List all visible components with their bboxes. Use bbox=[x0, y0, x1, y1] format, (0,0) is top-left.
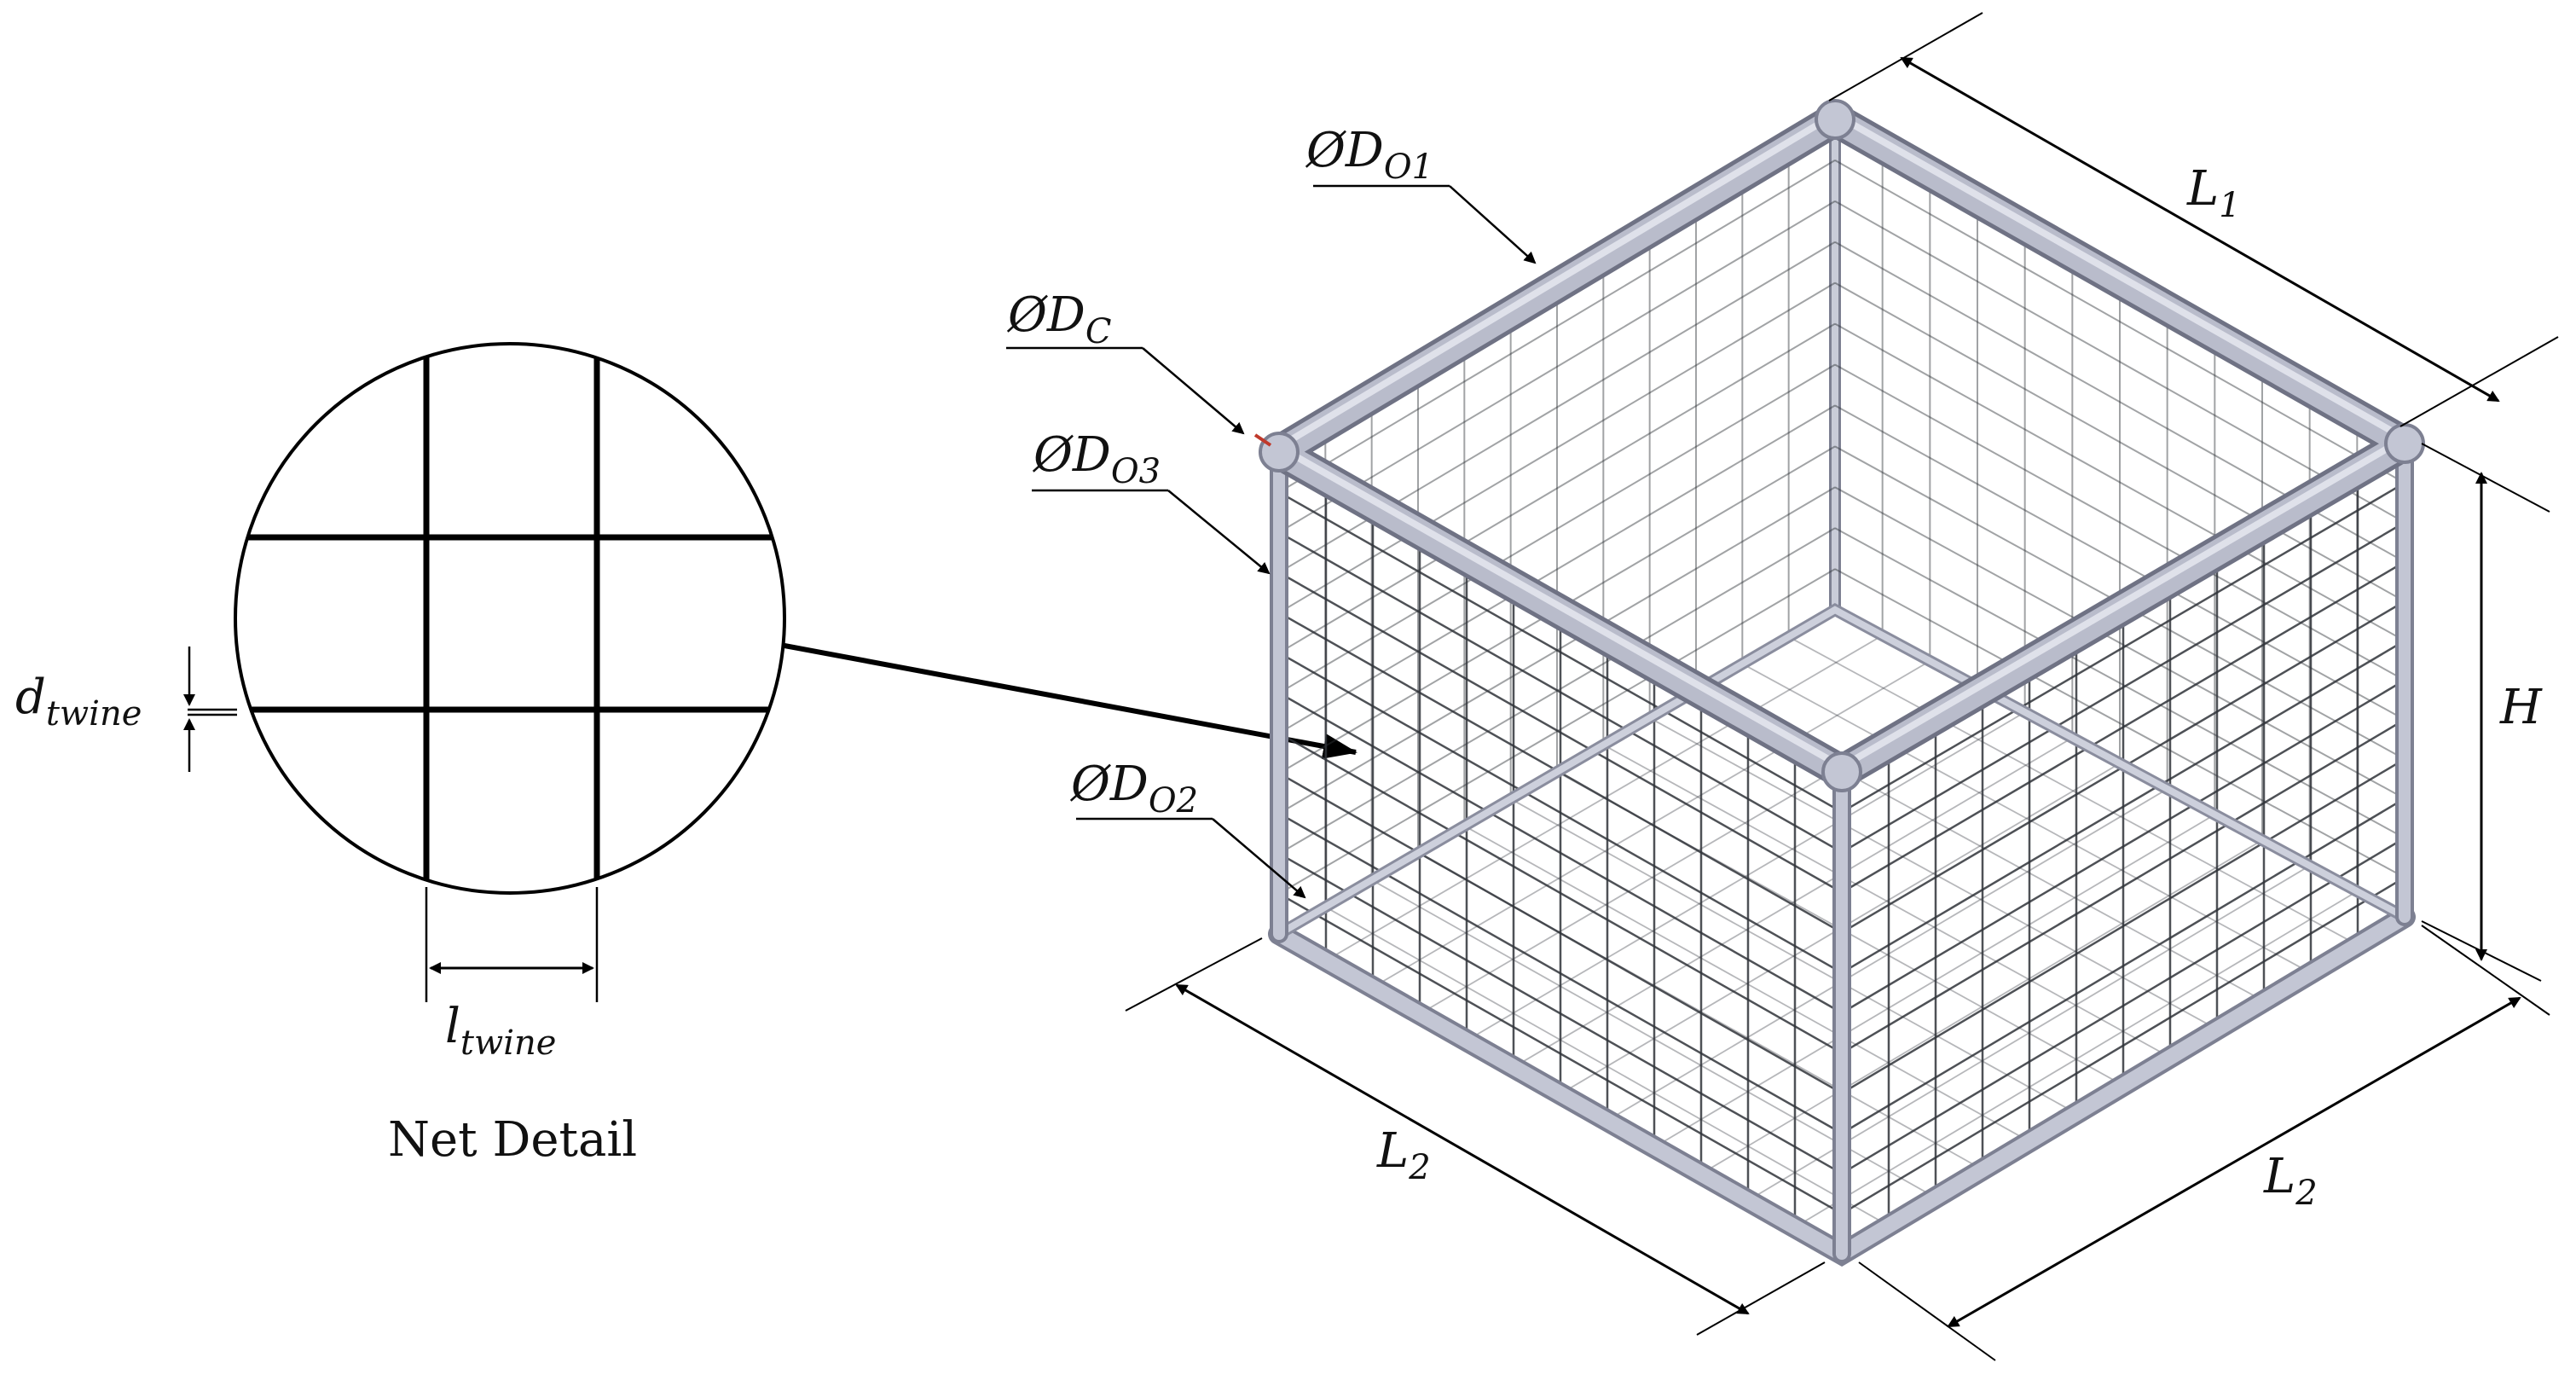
dtwine-label: dtwine bbox=[15, 670, 142, 734]
dimensions: L1 H L2 L2 bbox=[1125, 12, 2559, 1361]
detail-caption: Net Detail bbox=[388, 1112, 637, 1168]
do1-label: ØDO1 bbox=[1305, 123, 1433, 187]
leader-labels: ØDO1 ØDC ØDO3 ØDO2 bbox=[1006, 123, 1537, 899]
ltwine-label: ltwine bbox=[445, 999, 556, 1063]
h-label: H bbox=[2499, 680, 2543, 735]
dc-label: ØDC bbox=[1006, 287, 1111, 351]
do3-label: ØDO3 bbox=[1032, 427, 1161, 491]
do2-label: ØDO2 bbox=[1069, 757, 1198, 821]
top-frame bbox=[1259, 99, 2425, 792]
net-detail: dtwine ltwine Net Detail bbox=[15, 342, 786, 1168]
net-cage bbox=[1253, 99, 2425, 1267]
l1-label: L1 bbox=[2186, 161, 2241, 225]
cage-mesh bbox=[1278, 146, 2405, 1228]
detail-mesh bbox=[235, 344, 784, 893]
detail-circle bbox=[234, 342, 786, 895]
l2-left-label: L2 bbox=[1376, 1123, 1431, 1187]
detail-pointer-arrow bbox=[784, 643, 1357, 759]
l2-right-label: L2 bbox=[2263, 1149, 2318, 1213]
vertical-posts bbox=[1270, 434, 2414, 1263]
